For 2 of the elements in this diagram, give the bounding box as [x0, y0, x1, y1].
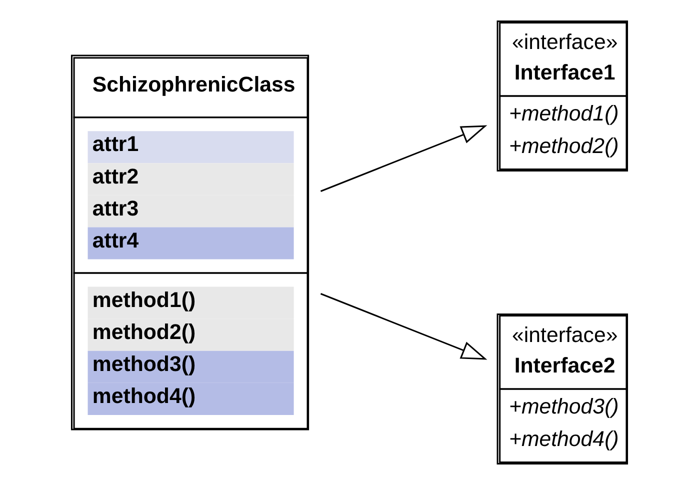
arrow: [320, 124, 488, 192]
arrow: [320, 292, 488, 360]
